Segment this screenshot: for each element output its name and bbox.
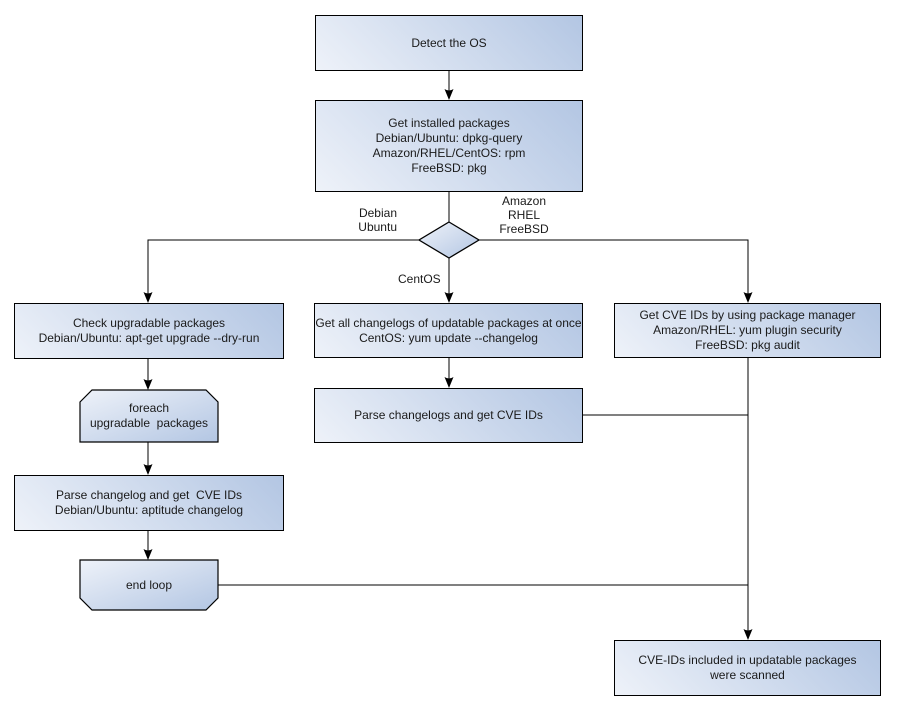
node-detect-os: Detect the OS	[315, 15, 583, 71]
node-parse-changelog-debian: Parse changelog and get CVE IDs Debian/U…	[14, 475, 284, 531]
node-get-cve-ids-package-manager: Get CVE IDs by using package manager Ama…	[614, 303, 881, 358]
edge-decision-to-check-upgradable	[147, 239, 419, 295]
node-parse-changelogs-label: Parse changelogs and get CVE IDs	[354, 408, 543, 422]
arrowhead	[444, 89, 454, 100]
edge-decision-to-cve-pkg-manager	[479, 239, 749, 295]
node-parse-changelogs: Parse changelogs and get CVE IDs	[314, 388, 583, 443]
node-foreach-label: foreach upgradable packages	[89, 401, 209, 430]
node-result-scanned-label: CVE-IDs included in updatable packages w…	[638, 653, 857, 682]
node-get-cve-ids-package-manager-label: Get CVE IDs by using package manager Ama…	[639, 308, 856, 352]
arrowhead	[143, 292, 153, 303]
node-end-loop-label: end loop	[125, 577, 173, 592]
node-end-loop: end loop	[80, 560, 218, 610]
node-get-installed-packages-label: Get installed packages Debian/Ubuntu: dp…	[372, 116, 526, 175]
arrowhead	[743, 629, 753, 640]
arrowhead	[444, 377, 454, 388]
arrowhead	[444, 292, 454, 303]
foreach-loop-shape	[79, 389, 219, 443]
end-loop-shape	[79, 559, 219, 611]
branch-label-amazon-rhel-freebsd: Amazon RHEL FreeBSD	[499, 194, 549, 236]
branch-label-debian-ubuntu: Debian Ubuntu	[358, 206, 397, 234]
arrowhead	[743, 292, 753, 303]
branch-label-centos: CentOS	[398, 272, 441, 286]
arrowhead	[143, 549, 153, 560]
node-foreach-upgradable-packages: foreach upgradable packages	[80, 390, 218, 442]
node-result-scanned: CVE-IDs included in updatable packages w…	[614, 640, 881, 696]
node-get-all-changelogs: Get all changelogs of updatable packages…	[314, 303, 583, 358]
node-parse-changelog-debian-label: Parse changelog and get CVE IDs Debian/U…	[54, 488, 244, 517]
node-get-all-changelogs-label: Get all changelogs of updatable packages…	[315, 315, 582, 345]
node-check-upgradable-packages-label: Check upgradable packages Debian/Ubuntu:…	[38, 316, 260, 345]
node-get-installed-packages: Get installed packages Debian/Ubuntu: dp…	[315, 100, 583, 192]
node-check-upgradable-packages: Check upgradable packages Debian/Ubuntu:…	[14, 303, 284, 359]
arrowhead	[143, 379, 153, 390]
os-decision-diamond	[417, 221, 481, 259]
node-detect-os-label: Detect the OS	[411, 35, 487, 50]
arrowhead	[143, 464, 153, 475]
